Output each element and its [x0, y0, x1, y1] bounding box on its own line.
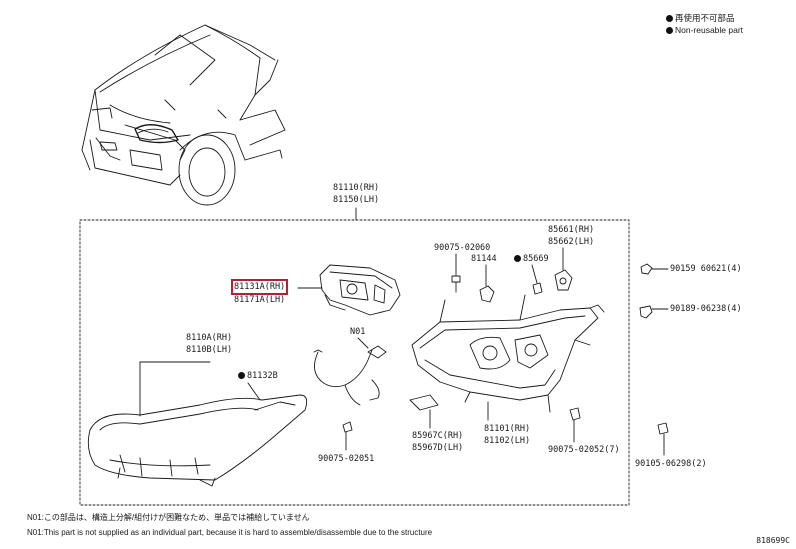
headlamp-housing-illustration — [412, 295, 604, 420]
label-81171a-lh[interactable]: 81171A(LH) — [234, 295, 286, 305]
label-8110b-lh[interactable]: 8110B(LH) — [186, 345, 233, 355]
label-n01[interactable]: N01 — [350, 327, 366, 337]
label-81144[interactable]: 81144 — [471, 254, 497, 264]
label-85669-text: 85669 — [523, 254, 549, 264]
label-90105[interactable]: 90105-06298(2) — [635, 459, 707, 469]
legend-en: Non-reusable part — [666, 24, 743, 36]
label-90159[interactable]: 90159 60621(4) — [670, 264, 742, 274]
assembly-box — [80, 220, 629, 505]
label-81101-rh[interactable]: 81101(RH) — [484, 424, 531, 434]
label-85669[interactable]: 85669 — [514, 254, 549, 264]
label-81150-lh[interactable]: 81150(LH) — [333, 195, 380, 205]
label-81110-rh[interactable]: 81110(RH) — [333, 183, 380, 193]
label-81132b[interactable]: 81132B — [238, 371, 278, 381]
label-81102-lh[interactable]: 81102(LH) — [484, 436, 531, 446]
legend-en-text: Non-reusable part — [675, 25, 744, 35]
legend-jp-text: 再使用不可部品 — [675, 13, 735, 23]
label-90189[interactable]: 90189-06238(4) — [670, 304, 742, 314]
headlamp-lens-illustration — [88, 362, 306, 486]
vehicle-illustration — [82, 25, 285, 205]
label-81132b-text: 81132B — [247, 371, 278, 381]
label-85967c-rh[interactable]: 85967C(RH) — [412, 431, 464, 441]
label-90075-02060[interactable]: 90075-02060 — [434, 243, 491, 253]
note-en: N01:This part is not supplied as an indi… — [27, 528, 433, 537]
non-reusable-dot-icon — [666, 15, 673, 22]
label-85662-lh[interactable]: 85662(LH) — [548, 237, 595, 247]
label-81131a-rh[interactable]: 81131A(RH) — [230, 279, 289, 295]
note-jp: N01:この部品は、構造上分解/組付けが困難なため、単品では補給していません — [27, 513, 310, 522]
non-reusable-dot-icon — [238, 372, 245, 379]
label-90075-02051[interactable]: 90075-02051 — [318, 454, 375, 464]
figure-code: 818699C — [756, 536, 790, 545]
leveling-motor-illustration — [298, 265, 400, 315]
label-85661-rh[interactable]: 85661(RH) — [548, 225, 595, 235]
label-8110a-rh[interactable]: 8110A(RH) — [186, 333, 233, 343]
non-reusable-dot-icon — [514, 255, 521, 262]
non-reusable-dot-icon — [666, 27, 673, 34]
legend-jp: 再使用不可部品 — [666, 12, 735, 24]
label-85967d-lh[interactable]: 85967D(LH) — [412, 443, 464, 453]
label-90075-02052[interactable]: 90075-02052(7) — [548, 445, 620, 455]
small-parts-illustration — [248, 248, 668, 455]
wire-harness-illustration — [314, 338, 386, 405]
